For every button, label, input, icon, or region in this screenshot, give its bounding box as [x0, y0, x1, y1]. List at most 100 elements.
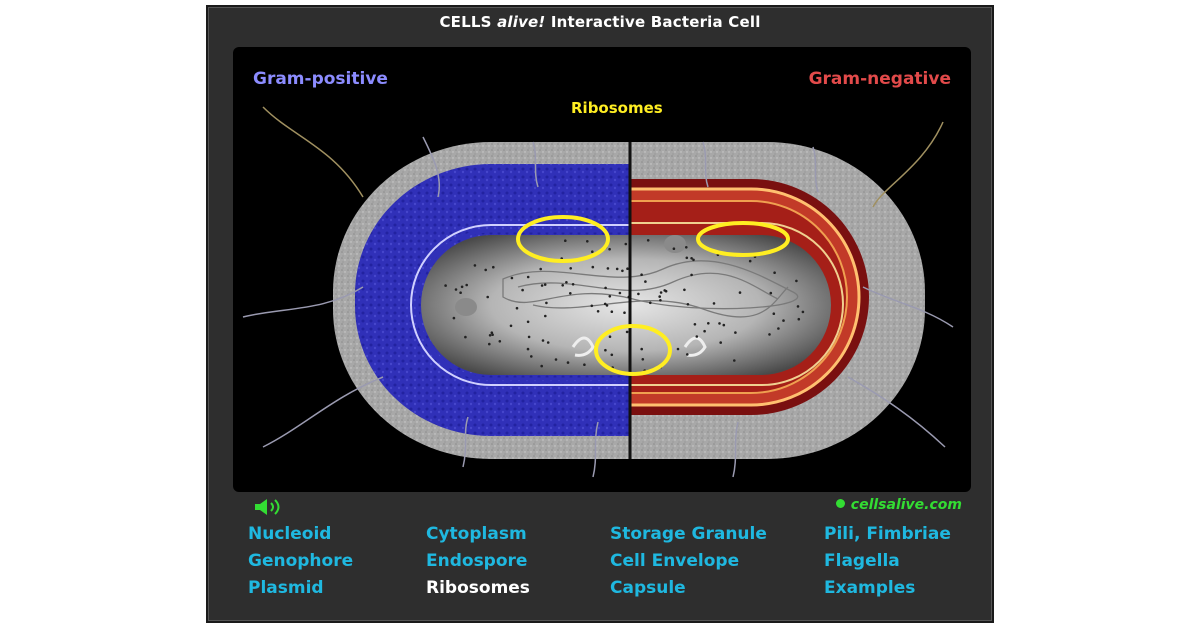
ribosome-dot	[583, 363, 586, 367]
ribosome-dot	[521, 288, 524, 292]
ribosome-dot	[571, 283, 575, 286]
links-column-2: Cytoplasm Endospore Ribosomes	[426, 521, 530, 602]
cell-illustration	[242, 106, 954, 478]
ribosome-dot	[608, 247, 611, 251]
ribosome-dot	[569, 292, 572, 295]
link-cell-envelope[interactable]: Cell Envelope	[610, 551, 740, 571]
ribosome-dot	[530, 355, 533, 358]
ribosome-dot	[685, 256, 689, 260]
ribosome-dot	[590, 304, 594, 308]
ribosome-dot	[539, 267, 542, 271]
ribosome-dot	[606, 267, 610, 270]
link-capsule[interactable]: Capsule	[610, 578, 686, 598]
ribosome-dot	[683, 288, 686, 292]
cytoplasm	[421, 235, 831, 375]
ribosome-dot	[459, 291, 462, 294]
ribosome-dot	[596, 310, 600, 313]
link-nucleoid[interactable]: Nucleoid	[248, 524, 332, 544]
link-cytoplasm[interactable]: Cytoplasm	[426, 524, 527, 544]
ribosome-dot	[618, 291, 622, 295]
ribosome-dot	[608, 295, 612, 298]
ribosome-dot	[569, 267, 572, 270]
ribosome-dot	[615, 267, 619, 271]
ribosome-dot	[640, 273, 643, 276]
topic-links: Nucleoid Genophore Plasmid Cytoplasm End…	[248, 521, 988, 611]
ribosome-dot	[591, 250, 594, 253]
ribosome-dot	[640, 347, 643, 351]
bacteria-diagram: Gram-positive Gram-negative Ribosomes	[233, 47, 971, 492]
ribosome-dot	[621, 269, 624, 273]
link-flagella[interactable]: Flagella	[824, 551, 900, 571]
ribosome-dot	[686, 353, 689, 356]
ribosome-dot	[795, 279, 798, 283]
plasmid	[571, 336, 595, 357]
ribosome-dot	[695, 335, 699, 338]
ribosome-dot	[591, 265, 595, 269]
ribosome-dot	[526, 275, 530, 279]
ribosome-dot	[603, 302, 607, 306]
ribosome-dot	[663, 289, 666, 292]
ribosome-dot	[672, 247, 676, 250]
ribosome-dot	[719, 341, 722, 344]
ribosome-dot	[527, 335, 531, 339]
ribosome-dot	[623, 311, 626, 315]
ribosome-dot	[637, 292, 640, 296]
ribosome-dot	[712, 302, 716, 305]
ribosome-dot	[526, 347, 530, 351]
links-column-4: Pili, Fimbriae Flagella Examples	[824, 521, 951, 602]
nucleoid	[502, 260, 799, 318]
ribosome-dot	[690, 257, 693, 260]
ribosome-dot	[492, 265, 495, 269]
speaker-icon[interactable]	[253, 497, 287, 517]
ribosome-dot	[644, 280, 647, 283]
link-plasmid[interactable]: Plasmid	[248, 578, 324, 598]
ribosome-dot	[649, 301, 652, 305]
ribosome-dot	[690, 273, 693, 277]
ribosome-dot	[734, 331, 737, 334]
storage-granule	[664, 235, 686, 253]
ribosome-dot	[646, 239, 650, 242]
ribosome-dot	[564, 239, 567, 242]
flagella	[242, 106, 954, 478]
ribosome-dot	[454, 288, 458, 291]
link-endospore[interactable]: Endospore	[426, 551, 528, 571]
link-examples[interactable]: Examples	[824, 578, 916, 598]
ribosome-dot	[608, 335, 612, 339]
ribosome-dot	[473, 264, 477, 267]
ribosome-dot	[796, 305, 800, 308]
ribosome-dot	[444, 284, 447, 287]
ribosomes-label: Ribosomes	[571, 99, 663, 117]
site-dot-icon	[835, 499, 845, 508]
ribosome-dot	[772, 312, 776, 316]
ribosome-dot	[452, 316, 456, 320]
site-link[interactable]: cellsalive.com	[835, 497, 962, 513]
ribosome-dot	[465, 283, 468, 287]
ribosome-dot	[490, 331, 494, 335]
page-title: CELLS alive! Interactive Bacteria Cell	[439, 13, 761, 31]
ribosome-dot	[733, 359, 736, 362]
ribosome-dot	[686, 303, 690, 306]
ribosome-dot	[488, 342, 491, 346]
ribosome-dot	[540, 284, 544, 287]
link-pili-fimbriae[interactable]: Pili, Fimbriae	[824, 524, 951, 544]
ribosome-dot	[692, 258, 695, 262]
link-storage-granule[interactable]: Storage Granule	[610, 524, 767, 544]
ribosome-dot	[586, 240, 589, 243]
link-ribosomes[interactable]: Ribosomes	[426, 578, 530, 598]
ribosome-dot	[515, 306, 519, 310]
gram-negative-label: Gram-negative	[808, 69, 951, 89]
ribosome-dot	[748, 259, 752, 263]
ribosome-dot	[604, 286, 607, 290]
ribosome-dot	[543, 283, 547, 286]
ribosome-dot	[544, 314, 547, 318]
ribosome-dot	[554, 358, 558, 361]
link-genophore[interactable]: Genophore	[248, 551, 354, 571]
ribosome-dot	[703, 329, 706, 333]
ribosome-dot	[540, 364, 543, 368]
ribosome-dot	[625, 330, 629, 334]
app-window: CELLS alive! Interactive Bacteria Cell	[206, 5, 994, 623]
ribosome-dot	[610, 353, 614, 357]
ribosome-dot	[626, 267, 629, 270]
ribosome-dot	[604, 348, 607, 352]
ribosome-dot	[685, 246, 688, 249]
